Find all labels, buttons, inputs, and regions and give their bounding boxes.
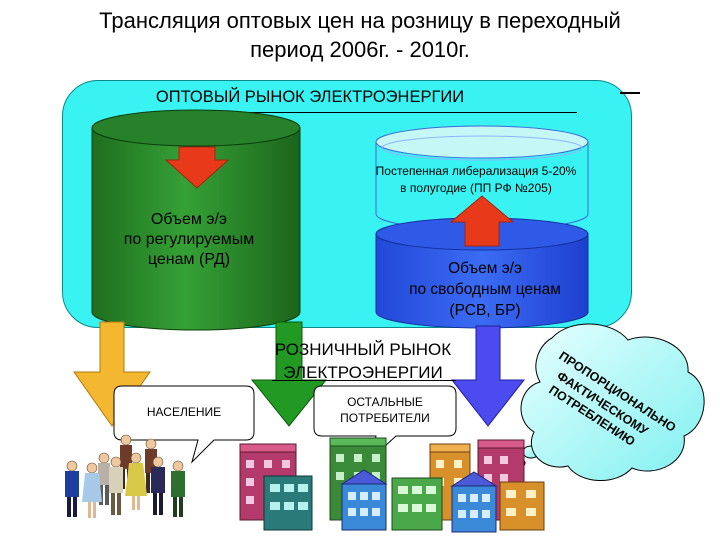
- liberalization-label: Постепенная либерализация 5-20% в полуго…: [346, 163, 606, 197]
- liberalization-cylinder: [375, 125, 589, 231]
- red-up-arrow: [449, 195, 515, 247]
- regulated-volume-label: Объем э/э по регулируемым ценам (РД): [80, 210, 298, 270]
- population-label: НАСЕЛЕНИЕ: [146, 405, 222, 419]
- red-down-arrow: [164, 146, 230, 189]
- dash-mark: [620, 92, 640, 94]
- regulated-volume-cylinder: [91, 109, 301, 331]
- buildings-group-icon: [239, 437, 545, 533]
- regulated-line-1: Объем э/э: [150, 211, 228, 228]
- proportional-cloud: [520, 323, 705, 481]
- wholesale-underline: [165, 112, 577, 113]
- regulated-line-2: по регулируемым: [123, 231, 255, 248]
- other-consumers-line-2: ПОТРЕБИТЕЛИ: [340, 411, 430, 425]
- retail-line-1: РОЗНИЧНЫЙ РЫНОК: [274, 340, 452, 359]
- liberalization-line-2: в полугодие (ПП РФ №205): [400, 181, 552, 195]
- regulated-line-3: ценам (РД): [147, 251, 231, 268]
- free-line-1: Объем э/э: [448, 260, 522, 277]
- retail-underline: [272, 380, 456, 381]
- retail-line-2: ЭЛЕКТРОЭНЕРГИИ: [283, 363, 443, 382]
- slide-title: Трансляция оптовых цен на розницу в пере…: [0, 6, 720, 64]
- wholesale-market-label: ОПТОВЫЙ РЫНОК ЭЛЕКТРОЭНЕРГИИ: [155, 88, 465, 106]
- free-line-3: (РСВ, БР): [449, 302, 521, 319]
- other-consumers-line-1: ОСТАЛЬНЫЕ: [347, 395, 423, 409]
- blue-down-arrow: [450, 325, 526, 427]
- other-consumers-label: ОСТАЛЬНЫЕ ПОТРЕБИТЕЛИ: [314, 394, 456, 426]
- free-line-2: по свободным ценам: [409, 281, 561, 298]
- population-callout: [113, 385, 255, 464]
- retail-market-label: РОЗНИЧНЫЙ РЫНОК ЭЛЕКТРОЭНЕРГИИ: [252, 338, 474, 384]
- liberalization-line-1: Постепенная либерализация 5-20%: [375, 164, 577, 178]
- title-line-2: период 2006г. - 2010г.: [250, 37, 470, 62]
- free-volume-label: Объем э/э по свободным ценам (РСВ, БР): [380, 258, 590, 321]
- people-group-icon: [65, 434, 185, 518]
- title-line-1: Трансляция оптовых цен на розницу в пере…: [99, 8, 621, 33]
